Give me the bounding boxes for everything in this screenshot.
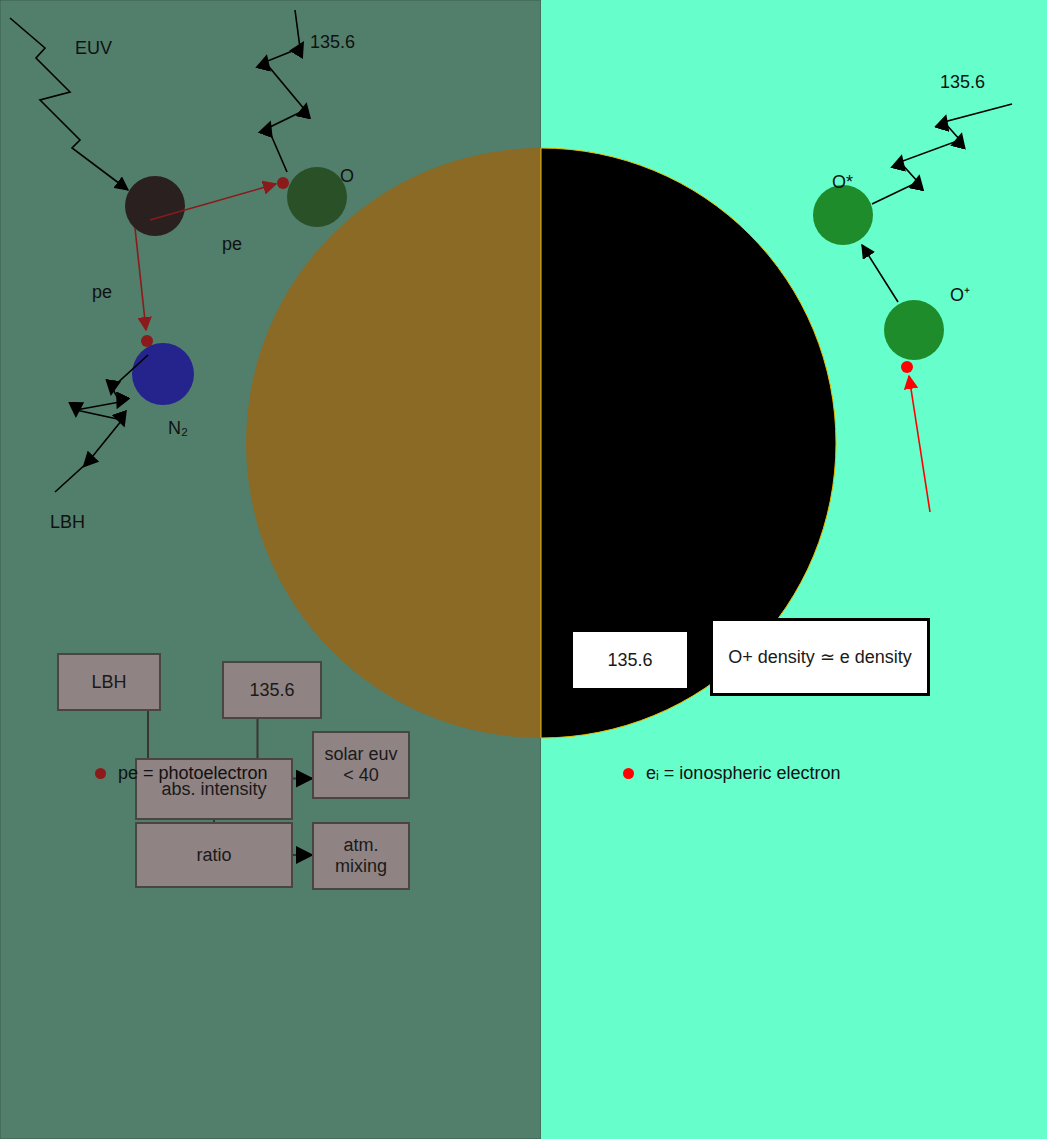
pe-path: [150, 184, 276, 220]
pe-path: [135, 228, 146, 330]
species-label: 135.6: [310, 32, 355, 53]
legend-swatch: [95, 768, 106, 779]
recombination: [862, 245, 898, 302]
legend-text: eᵢ = ionospheric electron: [646, 763, 840, 784]
oxygen-ion: [884, 300, 944, 360]
day-panel: [0, 0, 541, 1139]
box-label: 135.6: [607, 650, 652, 671]
connector: [147, 711, 149, 758]
emission-ray: [55, 355, 148, 492]
measurement-box: ratio: [135, 822, 293, 888]
euv-ray: [10, 18, 128, 190]
species-label: EUV: [75, 38, 112, 59]
box-label: 135.6: [249, 680, 294, 701]
legend-row: eᵢ = ionospheric electron: [623, 763, 840, 784]
excited-oxygen: [813, 185, 873, 245]
connector: [257, 719, 259, 758]
measurement-box: LBH: [57, 653, 161, 711]
electron-dot: [901, 361, 913, 373]
connector: [293, 854, 312, 856]
measurement-box: atm. mixing: [312, 822, 410, 890]
measurement-box: 135.6: [222, 661, 322, 719]
electron-path: [909, 376, 930, 512]
emission-ray: [265, 10, 305, 172]
result-box: O+ density ≃ e density: [710, 618, 930, 696]
connector: [690, 659, 710, 661]
species-label: pe: [92, 282, 112, 303]
result-box: 135.6: [570, 629, 690, 691]
species-label: O: [340, 166, 354, 187]
legend-swatch: [623, 768, 634, 779]
box-label: LBH: [91, 672, 126, 693]
species-label: LBH: [50, 512, 85, 533]
box-label: atm. mixing: [322, 835, 400, 876]
nitrogen-molecule: [132, 343, 194, 405]
legend-row: pe = photoelectron: [95, 763, 268, 784]
absorber: [125, 176, 185, 236]
planet-day: [246, 148, 541, 738]
species-label: O*: [832, 172, 853, 193]
species-label: N₂: [168, 418, 188, 439]
legend-text: pe = photoelectron: [118, 763, 268, 784]
measurement-box: solar euv < 40: [312, 731, 410, 799]
night-panel: [541, 0, 1047, 1139]
pe-dot: [277, 177, 289, 189]
species-label: O⁺: [950, 282, 970, 306]
species-label: 135.6: [940, 72, 985, 93]
pe-dot: [141, 335, 153, 347]
connector: [293, 778, 312, 780]
box-label: ratio: [196, 845, 231, 866]
emission-ray: [872, 104, 1012, 204]
box-label: O+ density ≃ e density: [728, 647, 912, 668]
box-label: solar euv < 40: [322, 744, 400, 785]
species-label: pe: [222, 234, 242, 255]
oxygen-atom: [287, 167, 347, 227]
